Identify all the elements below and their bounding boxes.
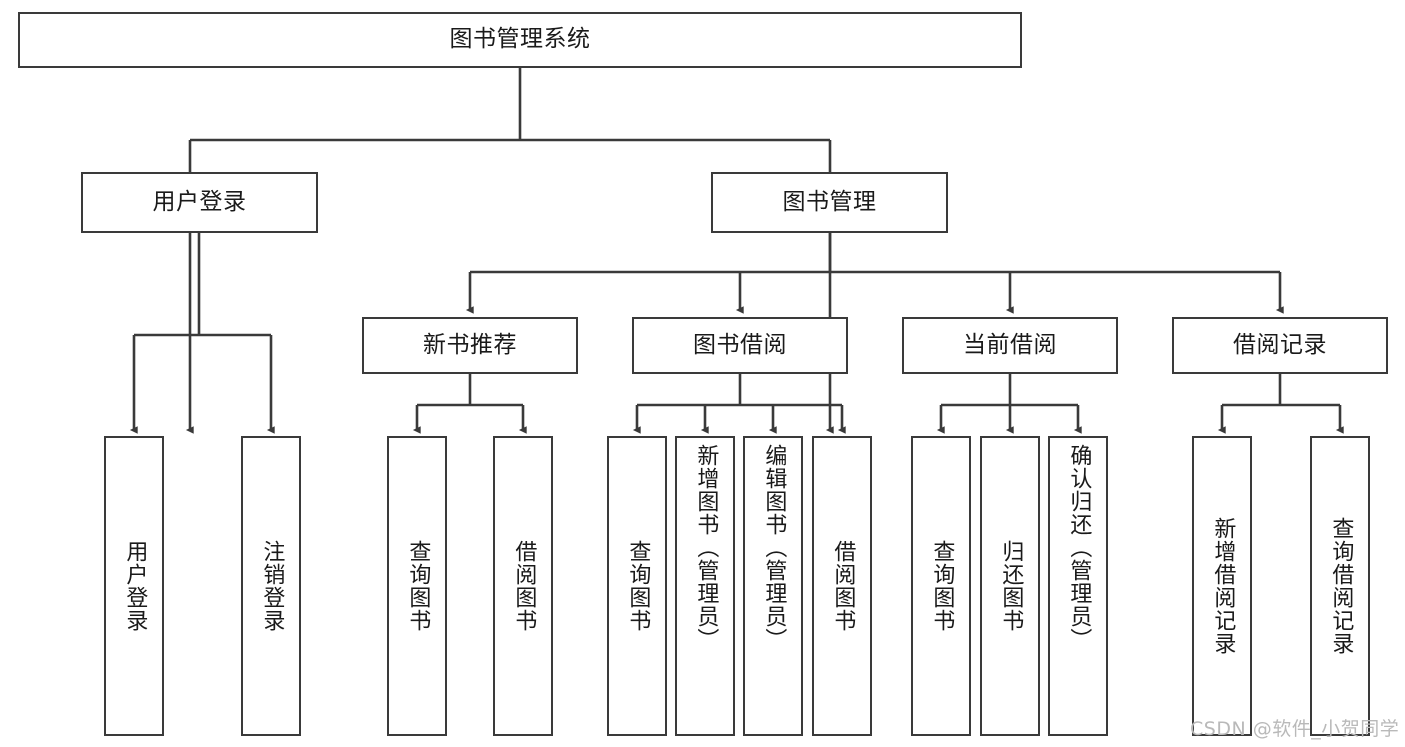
node-new-book-recommend[interactable]: 新书推荐	[362, 317, 578, 374]
node-leaf-add-book-label: 新增图书（管理员）	[693, 444, 719, 651]
node-current-borrow-label: 当前借阅	[963, 331, 1057, 358]
node-leaf-return-book[interactable]: 归还图书	[980, 436, 1040, 736]
node-borrow-record-label: 借阅记录	[1233, 331, 1327, 358]
node-user-login[interactable]: 用户登录	[81, 172, 318, 233]
node-user-login-label: 用户登录	[152, 188, 247, 215]
node-current-borrow[interactable]: 当前借阅	[902, 317, 1118, 374]
node-book-management[interactable]: 图书管理	[711, 172, 948, 233]
node-leaf-confirm-return-label: 确认归还（管理员）	[1066, 444, 1092, 651]
node-leaf-query-book-3-label: 查询图书	[929, 540, 955, 632]
node-leaf-query-book-2[interactable]: 查询图书	[607, 436, 667, 736]
node-book-borrow[interactable]: 图书借阅	[632, 317, 848, 374]
node-leaf-logout-login-label: 注销登录	[259, 540, 285, 632]
node-leaf-borrow-book-1[interactable]: 借阅图书	[493, 436, 553, 736]
node-leaf-logout-login[interactable]: 注销登录	[241, 436, 301, 736]
node-leaf-query-book-3[interactable]: 查询图书	[911, 436, 971, 736]
node-borrow-record[interactable]: 借阅记录	[1172, 317, 1388, 374]
csdn-watermark: CSDN @软件_小贺同学	[1190, 718, 1400, 740]
node-leaf-add-book[interactable]: 新增图书（管理员）	[675, 436, 735, 736]
node-leaf-add-record[interactable]: 新增借阅记录	[1192, 436, 1252, 736]
node-leaf-edit-book[interactable]: 编辑图书（管理员）	[743, 436, 803, 736]
node-leaf-confirm-return[interactable]: 确认归还（管理员）	[1048, 436, 1108, 736]
node-book-borrow-label: 图书借阅	[693, 331, 787, 358]
node-leaf-borrow-book-2[interactable]: 借阅图书	[812, 436, 872, 736]
node-new-book-recommend-label: 新书推荐	[423, 331, 517, 358]
node-leaf-return-book-label: 归还图书	[998, 540, 1024, 632]
node-leaf-borrow-book-1-label: 借阅图书	[511, 540, 537, 632]
node-leaf-user-login-label: 用户登录	[122, 540, 148, 632]
node-leaf-query-book-1-label: 查询图书	[405, 540, 431, 632]
node-leaf-query-book-2-label: 查询图书	[625, 540, 651, 632]
node-leaf-query-record-label: 查询借阅记录	[1328, 517, 1354, 655]
node-leaf-query-record[interactable]: 查询借阅记录	[1310, 436, 1370, 736]
node-leaf-query-book-1[interactable]: 查询图书	[387, 436, 447, 736]
node-leaf-borrow-book-2-label: 借阅图书	[830, 540, 856, 632]
node-leaf-user-login[interactable]: 用户登录	[104, 436, 164, 736]
node-root-system[interactable]: 图书管理系统	[18, 12, 1022, 68]
node-book-management-label: 图书管理	[782, 188, 877, 215]
node-leaf-add-record-label: 新增借阅记录	[1210, 517, 1236, 655]
node-leaf-edit-book-label: 编辑图书（管理员）	[761, 444, 787, 651]
node-root-label: 图书管理系统	[449, 26, 591, 53]
